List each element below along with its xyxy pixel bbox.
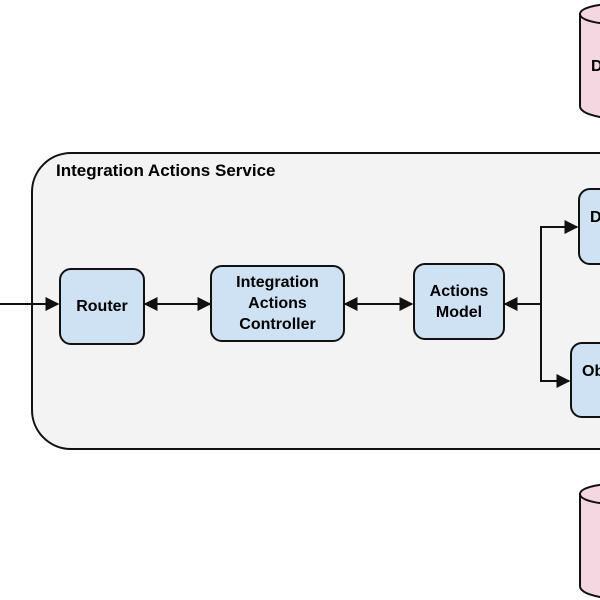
- right-lower-label: Ob: [582, 363, 600, 380]
- right-lower-node: Ob: [570, 342, 600, 418]
- model-label: Actions Model: [429, 282, 489, 321]
- top-datastore-cylinder: [579, 3, 600, 118]
- actions-model-node: Actions Model: [413, 263, 505, 340]
- bottom-datastore-cylinder: [579, 483, 600, 598]
- integration-actions-controller-node: Integration Actions Controller: [210, 265, 345, 342]
- router-label: Router: [76, 298, 128, 315]
- right-upper-node: D: [578, 188, 600, 265]
- arrow-branch-upper: [540, 220, 579, 304]
- router-node: Router: [59, 268, 145, 345]
- arrow-branch-lower: [540, 304, 571, 388]
- right-upper-label: D: [590, 209, 600, 226]
- controller-label: Integration Actions Controller: [236, 274, 319, 333]
- top-datastore-label: D: [591, 58, 600, 75]
- service-title: Integration Actions Service: [56, 161, 276, 180]
